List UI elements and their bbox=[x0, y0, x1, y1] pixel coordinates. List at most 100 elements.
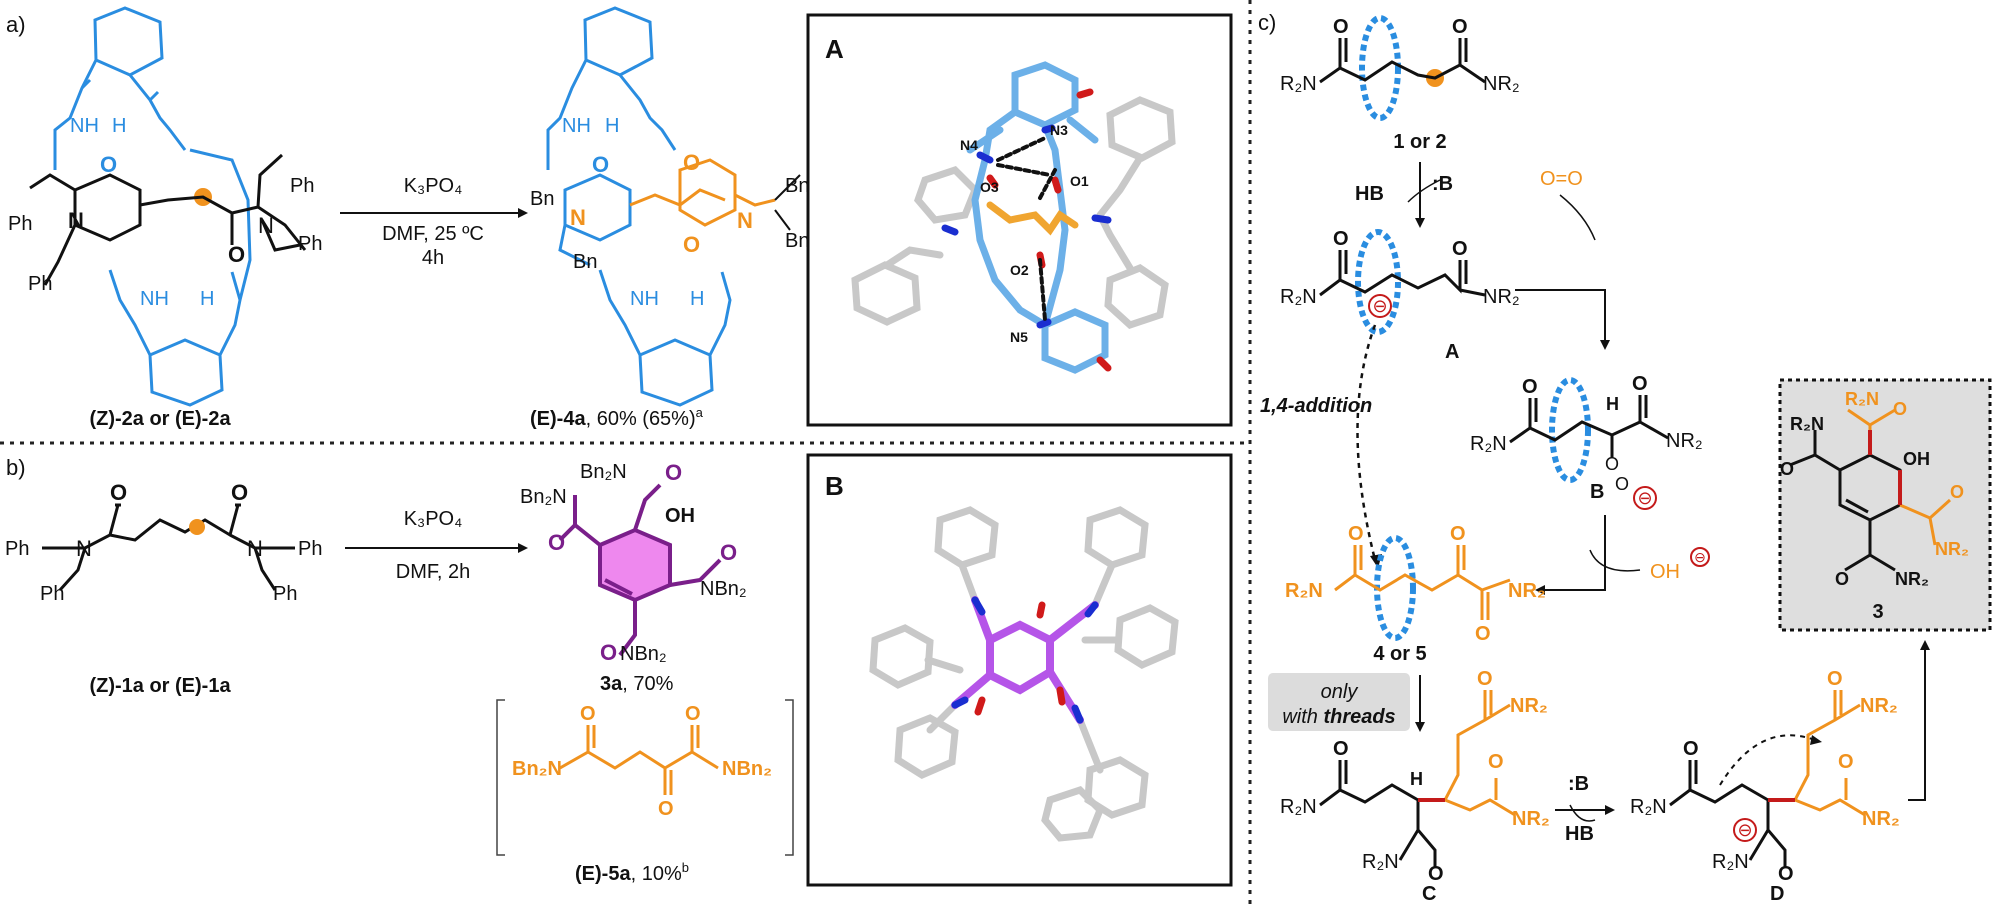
reagent-b: K₃PO₄ bbox=[404, 508, 463, 530]
label-3a-o-top: O bbox=[665, 460, 682, 485]
label-3-r2n-left: R₂N bbox=[1790, 414, 1824, 434]
label-1a-o-right: O bbox=[231, 480, 248, 505]
label-b-r2n: R₂N bbox=[1470, 433, 1507, 455]
conditions-b: DMF, 2h bbox=[396, 561, 470, 583]
label-hn-1: H bbox=[112, 115, 126, 137]
crystal-label-b: B bbox=[825, 471, 844, 501]
atom-label-n4: N4 bbox=[960, 137, 978, 153]
bracket-right bbox=[785, 699, 794, 856]
caption-1a: (Z)-1a or (E)-1a bbox=[89, 675, 231, 697]
label-1a-n-left: N bbox=[76, 536, 92, 561]
label-c-nr2-2: NR₂ bbox=[1512, 808, 1550, 830]
label-b-o-3: O bbox=[1605, 454, 1619, 474]
threads-line-1: only bbox=[1321, 681, 1359, 703]
label-ph-right-bottom: Ph bbox=[298, 233, 322, 255]
label-a-r2n: R₂N bbox=[1280, 286, 1317, 308]
label-3-nr2-right: NR₂ bbox=[1935, 539, 1969, 559]
label-oh-charge: ⊖ bbox=[1694, 549, 1706, 565]
label-45-o-3: O bbox=[1475, 623, 1491, 645]
caption-5a-sup: b bbox=[682, 860, 689, 875]
label-3-o-left: O bbox=[1780, 459, 1794, 479]
arrow-d-to-3 bbox=[1908, 650, 1926, 801]
atom-label-n3: N3 bbox=[1050, 122, 1068, 138]
label-a-nr2: NR₂ bbox=[1483, 286, 1520, 308]
label-nh-2: NH bbox=[140, 288, 169, 310]
caption-2a: (Z)-2a or (E)-2a bbox=[89, 408, 231, 430]
label-3-o-right: O bbox=[1950, 482, 1964, 502]
label-45-nr2: NR₂ bbox=[1508, 580, 1546, 602]
threads-bold: threads bbox=[1323, 706, 1395, 728]
caption-3a: 3a, 70% bbox=[600, 673, 674, 695]
caption-4a-bold: (E)-4a bbox=[530, 408, 586, 430]
caption-d: D bbox=[1770, 883, 1784, 905]
diamide-1a-structure: O O N N Ph Ph Ph Ph bbox=[5, 480, 322, 605]
label-c-r2n-2: R₂N bbox=[1362, 851, 1399, 873]
label-base-2: :B bbox=[1568, 773, 1589, 795]
label-5a-nbn2: NBn₂ bbox=[722, 758, 772, 780]
label-a-charge: ⊖ bbox=[1372, 296, 1387, 316]
label-c-nr2-1: NR₂ bbox=[1510, 695, 1548, 717]
caption-1-or-2: 1 or 2 bbox=[1393, 131, 1446, 153]
caption-5a: (E)-5a, 10%b bbox=[575, 860, 689, 885]
label-d-nr2-1: NR₂ bbox=[1860, 695, 1898, 717]
label-4a-hn-1: H bbox=[605, 115, 619, 137]
label-3-o-bottom: O bbox=[1835, 569, 1849, 589]
reagent-a: K₃PO₄ bbox=[404, 175, 463, 197]
caption-b: B bbox=[1590, 481, 1604, 503]
caption-3: 3 bbox=[1872, 601, 1883, 623]
label-hb-2: HB bbox=[1565, 823, 1594, 845]
label-1a-ph-4: Ph bbox=[273, 583, 297, 605]
label-amide-o: O bbox=[228, 242, 245, 267]
label-5a-o-3: O bbox=[658, 798, 674, 820]
label-macrocycle-o: O bbox=[100, 152, 117, 177]
label-d-o-4: O bbox=[1838, 751, 1854, 773]
caption-4a: (E)-4a, 60% (65%)a bbox=[530, 405, 704, 430]
label-45-o-1: O bbox=[1348, 523, 1364, 545]
label-45-o-2: O bbox=[1450, 523, 1466, 545]
label-14-addition: 1,4-addition bbox=[1260, 395, 1372, 417]
atom-label-o1: O1 bbox=[1070, 173, 1089, 189]
label-a-o-1: O bbox=[1333, 228, 1349, 250]
label-c-r2n-1: R₂N bbox=[1280, 796, 1317, 818]
label-pyridine-n: N bbox=[68, 208, 84, 233]
crystal-structure-b bbox=[869, 506, 1179, 842]
label-b-o-2: O bbox=[1632, 373, 1648, 395]
label-4a-o-top: O bbox=[683, 150, 700, 175]
label-4a-amide-n: N bbox=[737, 208, 753, 233]
label-c-o-1: O bbox=[1333, 738, 1349, 760]
label-3a-nbn2-right: NBn₂ bbox=[700, 578, 747, 600]
peroxide-b: O O H R₂N NR₂ O O ⊖ bbox=[1470, 373, 1703, 510]
caption-3a-bold: 3a bbox=[600, 673, 623, 695]
caption-4a-rest: , 60% (65%) bbox=[586, 408, 696, 430]
label-c1-o-2: O bbox=[1452, 16, 1468, 38]
label-5a-o-2: O bbox=[685, 703, 701, 725]
product-3-structure: R₂N O OH R₂N O O NR₂ O NR₂ bbox=[1780, 389, 1969, 589]
label-ph-left: Ph bbox=[8, 213, 32, 235]
crystal-label-a: A bbox=[825, 34, 844, 64]
label-d-r2n-1: R₂N bbox=[1630, 796, 1667, 818]
label-3-nr2-bottom: NR₂ bbox=[1895, 569, 1929, 589]
atom-label-n5: N5 bbox=[1010, 329, 1028, 345]
label-3-oh: OH bbox=[1903, 449, 1930, 469]
arrow-elimination bbox=[1545, 515, 1606, 591]
label-d-nr2-2: NR₂ bbox=[1862, 808, 1900, 830]
label-1a-n-right: N bbox=[247, 536, 263, 561]
intermediate-c: O O H R₂N R₂N O O NR₂ NR₂ bbox=[1280, 668, 1550, 885]
label-4a-o-bottom: O bbox=[683, 232, 700, 257]
label-d-charge: ⊖ bbox=[1737, 820, 1752, 840]
label-b-o-1: O bbox=[1522, 376, 1538, 398]
label-c1-nr2: NR₂ bbox=[1483, 73, 1520, 95]
label-3a-o-right: O bbox=[720, 540, 737, 565]
cyclohexene-3a-structure: Bn₂N Bn₂N OH NBn₂ NBn₂ O O O O bbox=[520, 460, 747, 665]
threads-line-2: with threads bbox=[1282, 706, 1395, 728]
caption-5a-bold: (E)-5a bbox=[575, 863, 631, 885]
label-1a-ph-3: Ph bbox=[298, 538, 322, 560]
label-dioxygen: O=O bbox=[1540, 168, 1583, 190]
caption-4a-sup: a bbox=[696, 405, 704, 420]
label-1a-ph-1: Ph bbox=[5, 538, 29, 560]
panel-label-a: a) bbox=[6, 12, 26, 37]
label-d-o-1: O bbox=[1683, 738, 1699, 760]
label-3a-o-left: O bbox=[548, 530, 565, 555]
panel-label-c: c) bbox=[1258, 10, 1276, 35]
